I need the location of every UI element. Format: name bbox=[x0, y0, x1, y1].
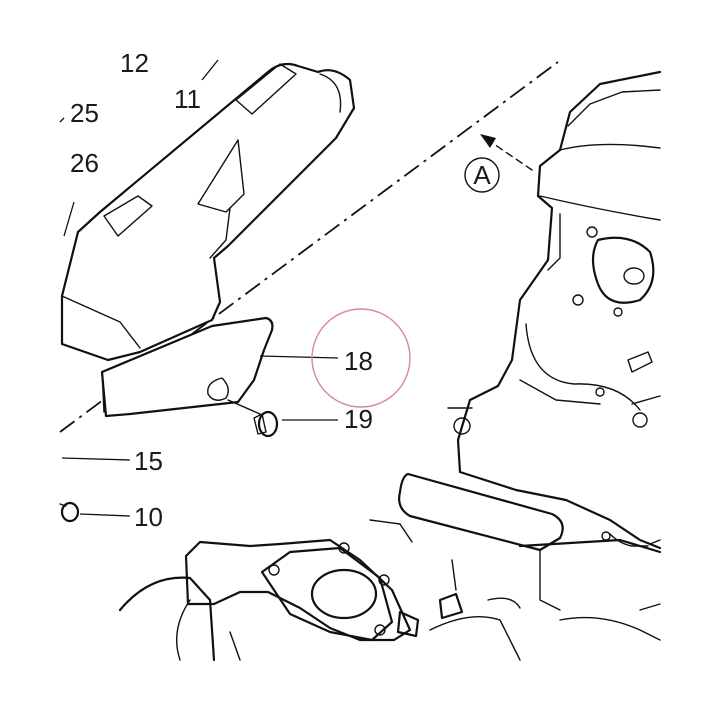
callout-11: 11 bbox=[174, 84, 201, 114]
engine-assembly bbox=[118, 70, 662, 662]
heat-shield-upper bbox=[60, 62, 356, 362]
view-arrow-a: A bbox=[464, 134, 533, 193]
bolt-part-19 bbox=[227, 399, 279, 438]
callout-26: 26 bbox=[70, 148, 99, 178]
view-marker-label: A bbox=[473, 160, 491, 190]
callout-15: 15 bbox=[134, 446, 163, 476]
callout-10: 10 bbox=[134, 502, 163, 532]
callout-25: 25 bbox=[70, 98, 99, 128]
heat-shield-lower-part-18 bbox=[100, 316, 274, 418]
callout-18-highlight-circle bbox=[311, 308, 411, 408]
callout-19: 19 bbox=[344, 404, 373, 434]
callout-18: 18 bbox=[344, 346, 373, 376]
leader-lines bbox=[59, 59, 339, 517]
bolt-part-10 bbox=[59, 501, 80, 523]
crop-mask bbox=[100, 0, 180, 54]
